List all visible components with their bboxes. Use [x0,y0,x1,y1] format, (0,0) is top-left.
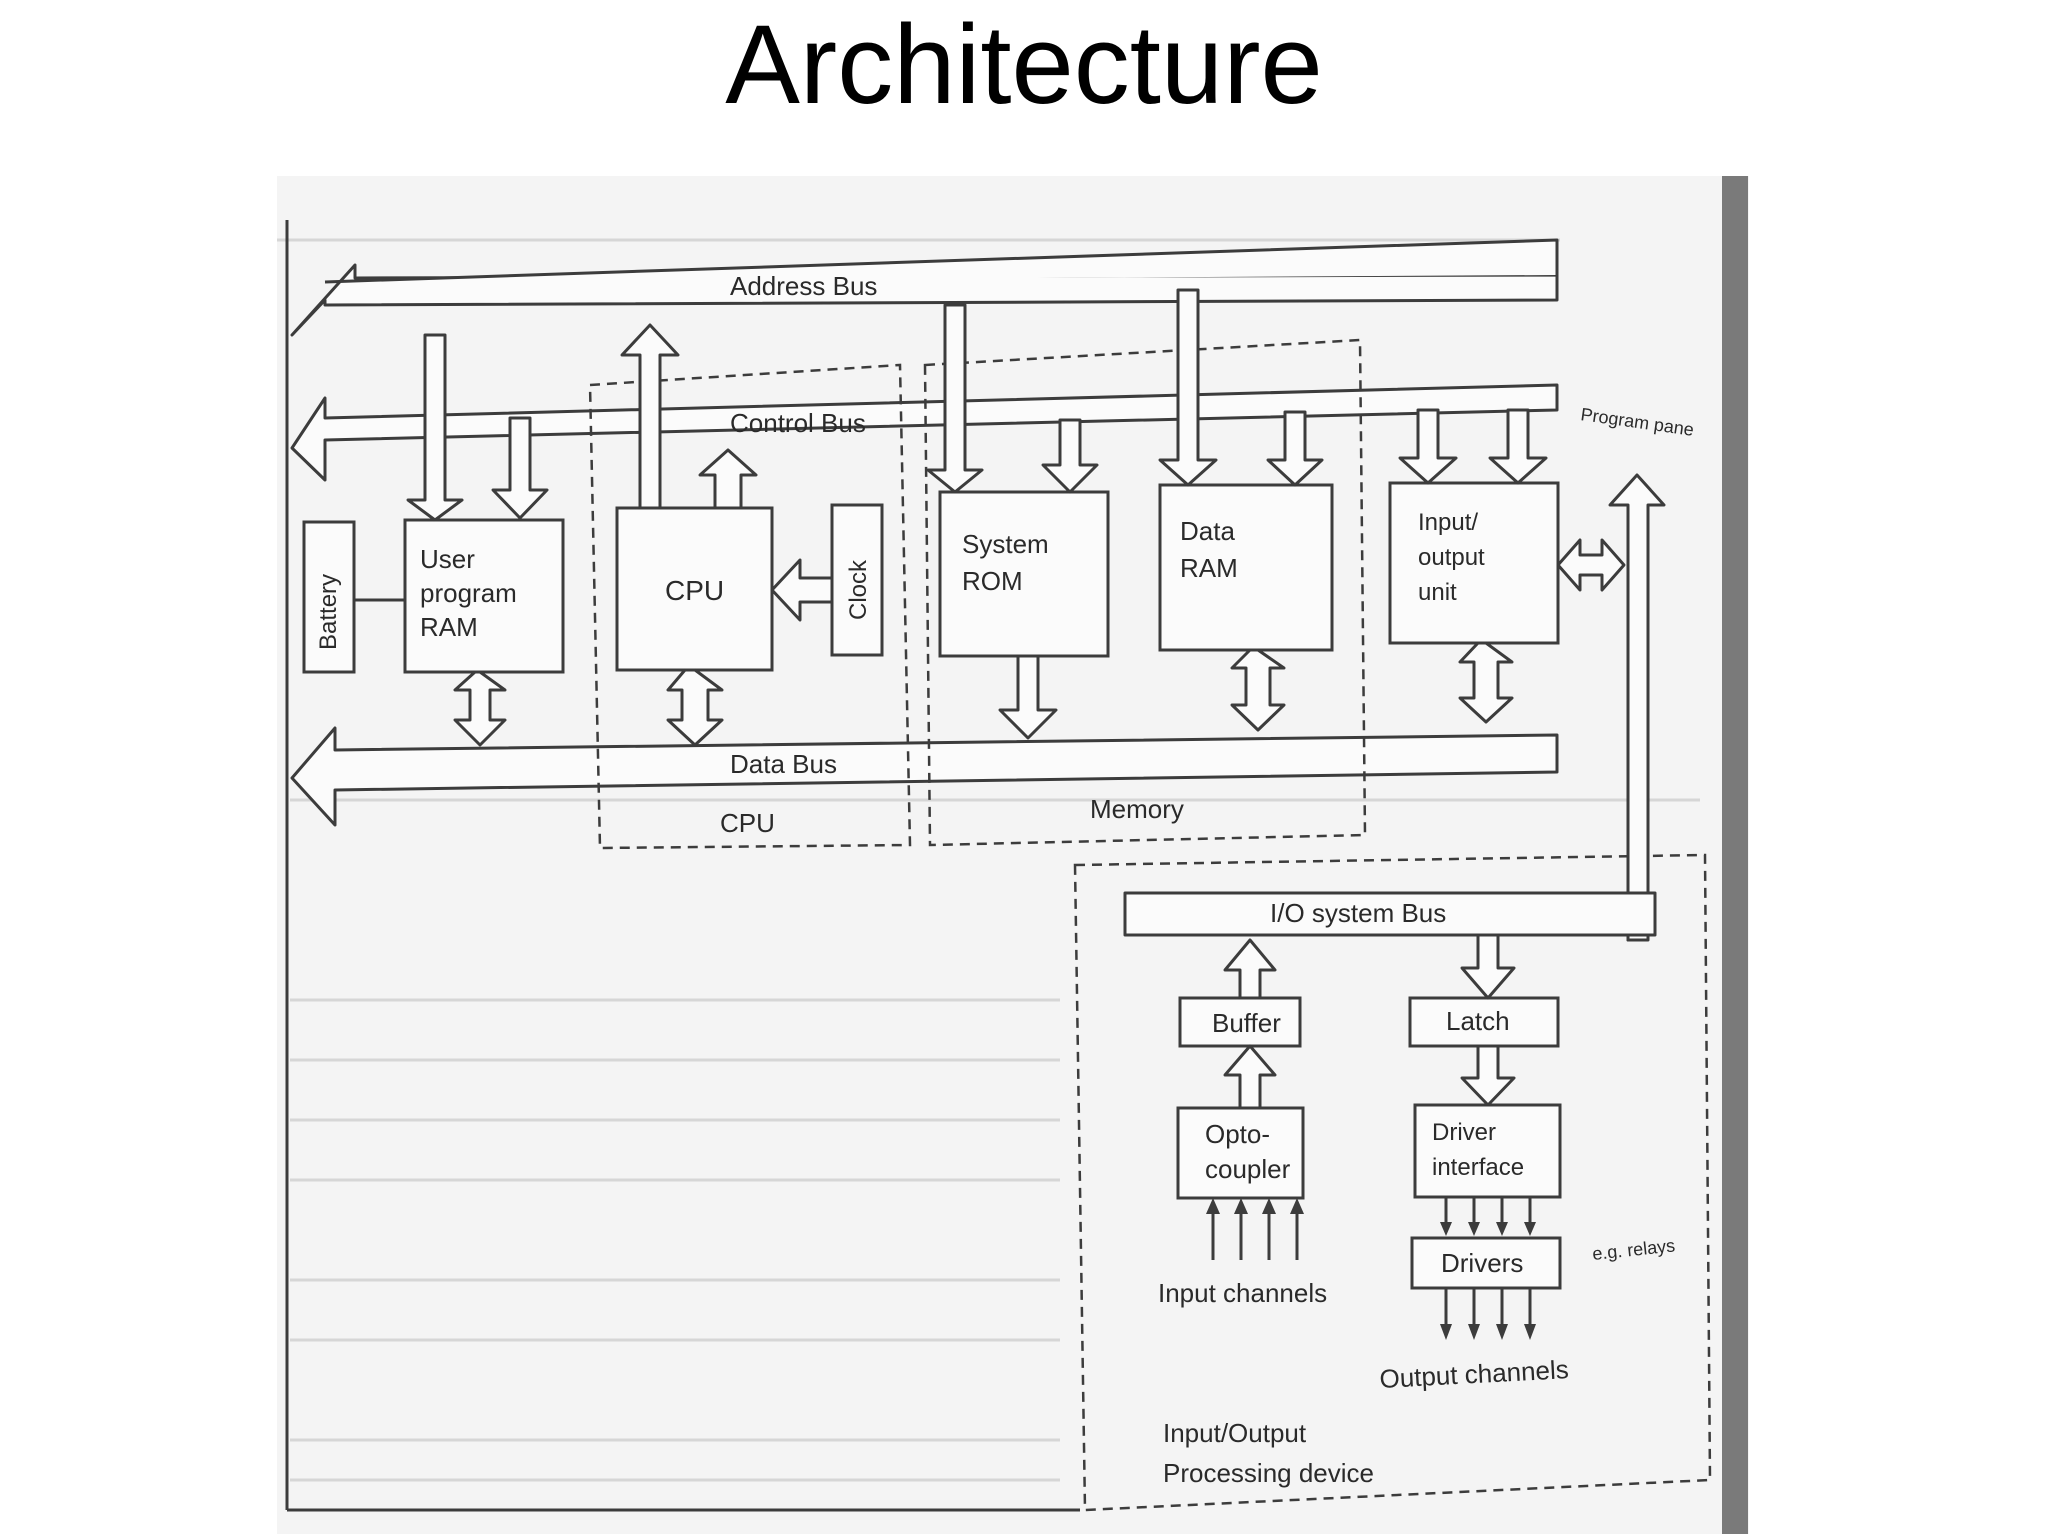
driver-link-arrows [1440,1197,1536,1236]
cpu-block: CPU [615,506,774,672]
data-bus: Data Bus [290,726,1559,827]
system-rom-block: System ROM [938,490,1110,658]
optocoupler-block: Opto- coupler [1176,1106,1305,1200]
driver-interface-label-line1: Driver [1432,1119,1496,1146]
drivers-block: Drivers [1410,1236,1562,1290]
control-bus: Control Bus [290,383,1559,482]
io-device-label-line2: Processing device [1163,1458,1374,1488]
cpu-group: CPU [588,363,912,850]
page-binding-shadow [1722,176,1748,1534]
cpu-label: CPU [665,575,724,606]
io-unit-block: Input/ output unit [1388,481,1560,645]
optocoupler-label-line1: Opto- [1205,1119,1270,1149]
io-system-bus-label: I/O system Bus [1270,898,1446,928]
control-bus-label: Control Bus [730,408,866,438]
io-device-group: Input/Output Processing device [1073,853,1712,1512]
battery-label: Battery [315,574,342,650]
buffer-block: Buffer [1178,996,1302,1048]
driver-interface-label-line2: interface [1432,1154,1524,1181]
address-bus: Address Bus [290,238,1559,337]
input-channel-arrows [1206,1198,1304,1260]
input-channels-label: Input channels [1158,1278,1327,1308]
output-channel-arrows [1440,1288,1536,1340]
buffer-label: Buffer [1212,1008,1281,1038]
memory-group: Memory [923,338,1367,847]
cpu-group-label: CPU [720,808,775,838]
io-system-bus: I/O system Bus [1123,891,1657,937]
data-bus-label: Data Bus [730,749,837,779]
clock-label: Clock [845,559,872,620]
clock-block: Clock [830,503,884,657]
data-ram-label-line2: RAM [1180,553,1238,583]
latch-label: Latch [1446,1006,1510,1036]
user-ram-label-line2: program [420,578,517,608]
battery-block: Battery [302,520,356,674]
drivers-label: Drivers [1441,1248,1523,1278]
memory-group-label: Memory [1090,794,1184,824]
latch-block: Latch [1408,996,1560,1048]
system-rom-label-line1: System [962,529,1049,559]
data-ram-block: Data RAM [1158,483,1334,652]
address-bus-label: Address Bus [730,271,877,301]
user-ram-label-line3: RAM [420,612,478,642]
slide-title: Architecture [725,2,1323,127]
driver-interface-block: Driver interface [1413,1103,1562,1199]
optocoupler-label-line2: coupler [1205,1154,1291,1184]
user-ram-label-line1: User [420,544,475,574]
system-rom-label-line2: ROM [962,566,1023,596]
user-program-ram-block: User program RAM [403,518,565,674]
io-unit-label-line2: output [1418,544,1485,571]
data-ram-label-line1: Data [1180,516,1235,546]
io-device-label-line1: Input/Output [1163,1418,1307,1448]
io-unit-label-line1: Input/ [1418,509,1478,536]
io-unit-label-line3: unit [1418,579,1457,606]
